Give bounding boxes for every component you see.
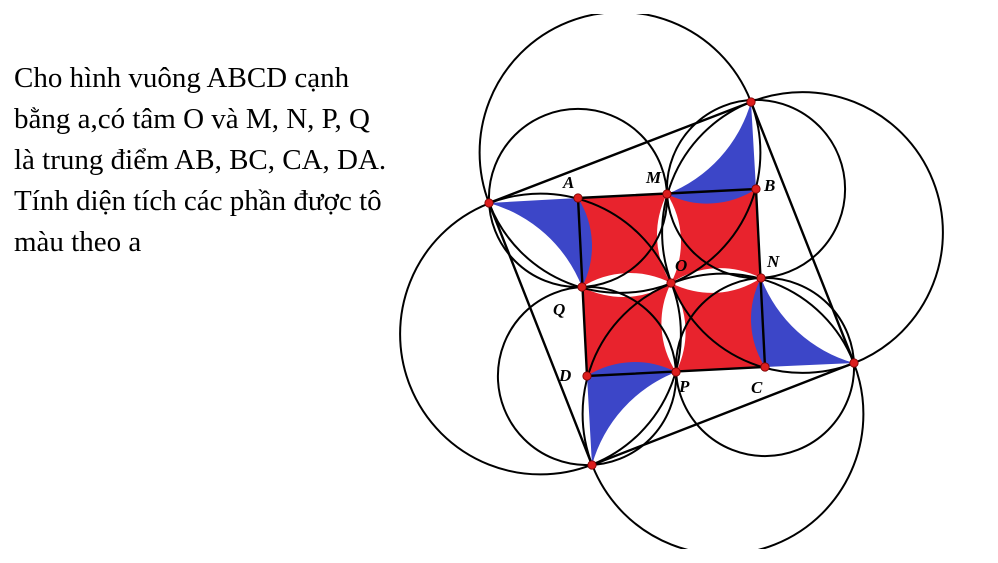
blue-region-1 [489,198,593,287]
label-O: O [675,256,687,275]
blue-region-4 [587,361,676,465]
blue-region-3 [750,278,854,367]
label-N: N [766,252,780,271]
problem-line-5: màu theo a [14,226,142,258]
point-o [666,278,676,288]
point-d [582,371,592,381]
point-q [577,282,587,292]
red-region-3 [671,278,765,372]
problem-line-4: Tính diện tích các phần được tô [14,185,382,217]
outer-circle-4 [399,192,682,476]
point-c [760,362,770,372]
point-e1 [484,198,494,208]
label-D: D [558,366,571,385]
blue-region-2 [667,102,756,204]
red-region-2 [667,189,761,283]
shaded-regions [489,102,854,465]
point-m [662,189,672,199]
label-P: P [678,377,690,396]
label-Q: Q [553,300,565,319]
point-e2 [746,97,756,107]
point-p [671,367,681,377]
label-B: B [763,176,775,195]
red-region-1 [578,194,671,287]
problem-line-2: bằng a,có tâm O và M, N, P, Q [14,103,371,135]
point-a [573,193,583,203]
outer-circle-2 [661,91,944,374]
problem-line-3: là trung điểm AB, BC, CA, DA. [14,144,387,176]
outer-circle-3 [581,272,865,549]
point-n [756,273,766,283]
point-b [751,184,761,194]
problem-line-1: Cho hình vuông ABCD cạnh [14,62,350,94]
points [484,97,859,470]
label-A: A [562,173,574,192]
problem-text: Cho hình vuông ABCD cạnh bằng a,có tâm O… [14,58,484,263]
label-M: M [645,168,662,187]
point-e4 [587,460,597,470]
point-labels: A B C D M N P Q O [553,168,780,397]
point-e3 [849,358,859,368]
red-region-4 [582,283,676,376]
label-C: C [751,378,763,397]
